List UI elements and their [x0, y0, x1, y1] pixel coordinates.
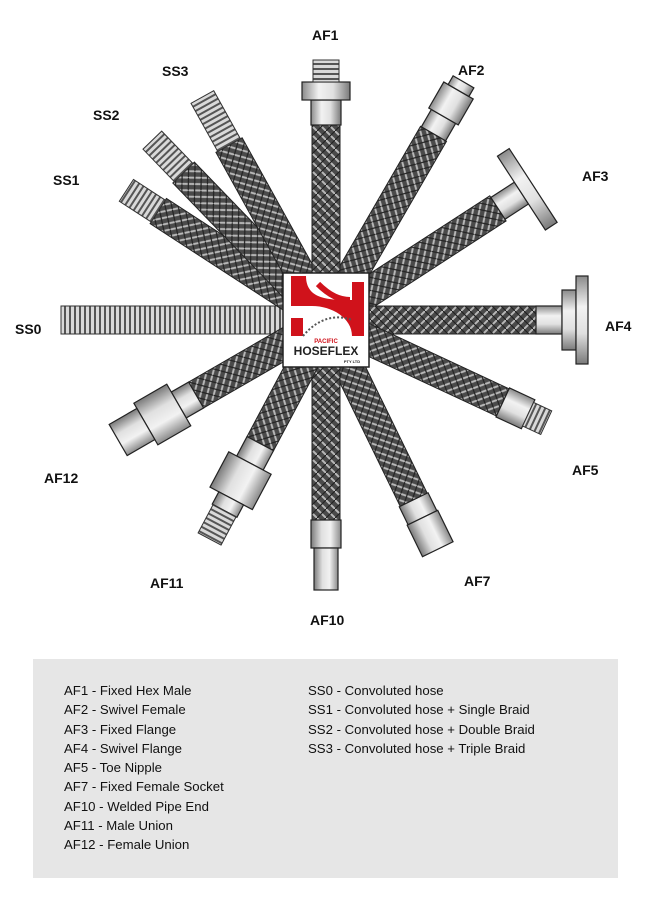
legend-item: AF12 - Female Union: [64, 837, 190, 853]
label-ss2: SS2: [93, 107, 120, 123]
label-ss0: SS0: [15, 321, 42, 337]
legend-item: SS1 - Convoluted hose + Single Braid: [308, 702, 530, 718]
ray-af1: [301, 59, 351, 321]
label-af10: AF10: [310, 612, 345, 628]
legend-item: AF3 - Fixed Flange: [64, 721, 177, 737]
label-af1: AF1: [312, 27, 339, 43]
legend-item: AF4 - Swivel Flange: [64, 740, 182, 756]
pacific-hoseflex-logo: PACIFIC HOSEFLEX PTY LTD: [282, 272, 370, 368]
legend-item: AF5 - Toe Nipple: [64, 760, 162, 776]
legend-item: AF11 - Male Union: [64, 818, 173, 834]
legend-item: AF2 - Swivel Female: [64, 702, 186, 718]
logo-main-text: HOSEFLEX: [294, 344, 359, 358]
legend-fittings-column: AF1 - Fixed Hex Male AF2 - Swivel Female…: [64, 681, 224, 855]
legend-item: SS2 - Convoluted hose + Double Braid: [308, 721, 535, 737]
label-af4: AF4: [605, 318, 632, 334]
legend-item: AF10 - Welded Pipe End: [64, 798, 209, 814]
legend-hoses-column: SS0 - Convoluted hose SS1 - Convoluted h…: [308, 681, 535, 758]
legend-item: SS0 - Convoluted hose: [308, 683, 444, 698]
label-ss1: SS1: [53, 172, 80, 188]
label-af2: AF2: [458, 62, 485, 78]
label-af11: AF11: [150, 575, 184, 591]
hose-fittings-diagram: PACIFIC HOSEFLEX PTY LTD: [60, 59, 589, 591]
label-af7: AF7: [464, 573, 491, 589]
label-af3: AF3: [582, 168, 609, 184]
ray-af10: [310, 319, 342, 591]
logo-sub-text: PTY LTD: [344, 359, 360, 364]
legend-item: AF1 - Fixed Hex Male: [64, 683, 192, 698]
label-ss3: SS3: [162, 63, 189, 79]
label-af5: AF5: [572, 462, 599, 478]
logo-top-text: PACIFIC: [314, 339, 338, 345]
legend-panel: AF1 - Fixed Hex Male AF2 - Swivel Female…: [33, 659, 618, 878]
legend-item: SS3 - Convoluted hose + Triple Braid: [308, 740, 526, 756]
legend-item: AF7 - Fixed Female Socket: [64, 779, 224, 795]
label-af12: AF12: [44, 470, 79, 486]
logo-red-hose-shape: [291, 276, 364, 336]
